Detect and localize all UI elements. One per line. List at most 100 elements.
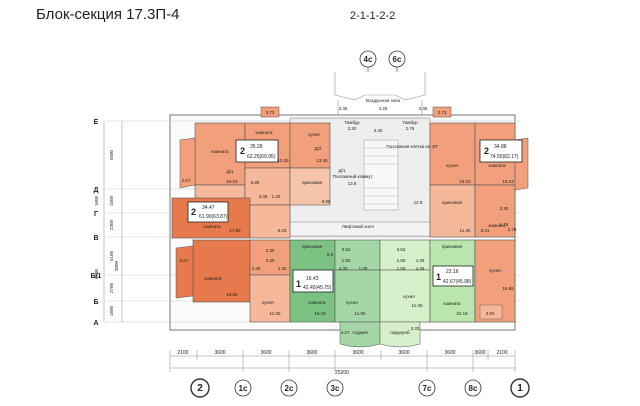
dimension-label: 3000 (114, 260, 119, 271)
apartment-rooms: 1 (436, 272, 441, 282)
room-label: Тамбур (344, 120, 360, 125)
room-label: комната (488, 223, 506, 228)
area-label: 13.6 (348, 181, 357, 186)
area-label: 1.76 (500, 222, 509, 227)
overall-dimension-label: 25200 (335, 370, 349, 376)
room-label: комната (488, 163, 506, 168)
room-label: прихожая (302, 244, 323, 249)
bottom-axis-markers (190, 378, 530, 398)
apartment-living-area: 22.16 (446, 269, 459, 275)
bottom-dimension-chain (169, 350, 516, 372)
area-label: 22.16 (456, 311, 468, 316)
col-axis-label: 1с (239, 384, 248, 393)
area-label: 16.65 (502, 286, 514, 291)
area-label: 3.20 (348, 126, 357, 131)
area-label: 2.76 (406, 126, 415, 131)
area-label: 5.33 (278, 228, 287, 233)
area-label: 3.33 (411, 326, 420, 331)
apartment-2room-nw (179, 106, 331, 206)
row-axis-label: Б/1 (91, 273, 102, 280)
room-label: кухня (262, 300, 274, 305)
area-label: 5.31 (481, 228, 490, 233)
area-label: 18.65 (226, 292, 238, 297)
room-label: кухня (489, 268, 501, 273)
axis-label-4c: 4с (364, 55, 373, 64)
apartment-badge (432, 265, 474, 287)
room-label: Д/2 (315, 146, 322, 151)
dimension-label: 2700 (109, 282, 114, 293)
apartment-total-area: 61.90(63.87) (199, 214, 228, 220)
left-dimension-labels: 5500 1500 2300 1600 6700 5100 3000 2700 … (94, 149, 119, 316)
area-label: 3.92 (486, 311, 495, 316)
apartment-total-area: 74.50(82.17) (490, 154, 519, 160)
col-axis-label: 2 (197, 383, 203, 394)
dimension-label: 3600 (444, 350, 455, 356)
apartment-rooms: 1 (296, 279, 301, 289)
apartment-2room-ne (429, 106, 529, 238)
dimension-label: 6700 (94, 268, 99, 279)
apartment-badge (187, 201, 229, 223)
room-label: Воздушная зона (366, 98, 401, 103)
col-axis-label: 1 (517, 383, 523, 394)
area-label: 3.45 (259, 194, 268, 199)
area-label: 3.35 (419, 106, 428, 111)
area-label: 2.67 (182, 178, 191, 183)
area-label: 3.35 (339, 106, 348, 111)
area-labels: 3.73 3.35 4.28 3.35 3.73 3.20 2.76 3.40 … (180, 106, 517, 335)
area-label: 16.03 (226, 179, 238, 184)
apartment-2room-ne-lower (474, 239, 516, 323)
area-label: 4.27 (341, 330, 350, 335)
area-label: 3.30 (266, 258, 275, 263)
area-label: 5.5 (327, 252, 334, 257)
area-label: 11.06 (412, 303, 423, 308)
dimension-label: 3600 (260, 350, 271, 356)
bottom-axis-labels: 2 1с 2с 3с 7с 8с 1 (197, 383, 523, 394)
row-axis-label: А (93, 320, 98, 327)
room-label: прихожая (442, 244, 463, 249)
area-label: 11.26 (460, 228, 471, 233)
room-label: гардероб (390, 330, 410, 335)
area-label: 13.35 (316, 158, 328, 163)
page-title: Блок-секция 17.3П-4 (36, 6, 180, 23)
area-label: 4.30 (278, 266, 287, 271)
room-label: комната (211, 149, 229, 154)
area-label: 1.50 (397, 258, 406, 263)
room-label: Поэтажная клетка на ЭТ (386, 144, 437, 149)
area-label: 1.50 (397, 266, 406, 271)
room-label: комната (443, 301, 461, 306)
dimension-label: 3600 (306, 350, 317, 356)
apartment-rooms: 2 (484, 146, 489, 156)
row-axis-label: Д (94, 187, 99, 194)
room-label: кухня (446, 163, 458, 168)
col-axis-label: 3с (331, 384, 340, 393)
dimension-label: 1600 (94, 195, 99, 206)
stair-tower-outline (334, 72, 426, 118)
room-label: кухня (346, 300, 358, 305)
apartment-rooms: 2 (240, 146, 245, 156)
dimension-label: 2100 (496, 350, 507, 356)
room-label: Тамбур (402, 120, 418, 125)
dimension-label: 1500 (109, 195, 114, 206)
room-label: Д/1 (339, 168, 346, 173)
apartment-living-area: 35.28 (250, 144, 263, 150)
room-labels: комната кухня комната кухня комната Д/1 … (203, 98, 506, 335)
col-axis-label: 7с (423, 384, 432, 393)
area-label: 12.25 (277, 158, 289, 163)
room-label: Д/1 (227, 169, 234, 174)
apartment-badge (292, 269, 334, 293)
area-label: 3.52 (397, 247, 406, 252)
area-label: 11.05 (270, 311, 281, 316)
row-axis-label: В (93, 235, 98, 242)
room-label: кухня (308, 132, 320, 137)
room-label: комната (255, 130, 273, 135)
apartment-total-area: 42.45(45.75) (303, 285, 332, 291)
apartment-1room-lightgreen (379, 239, 476, 348)
room-label: Лифтовой холл (342, 223, 374, 229)
row-axis-label: Г (94, 211, 98, 218)
area-label: 3.73 (438, 110, 447, 115)
apartment-rooms: 2 (191, 207, 196, 217)
col-axis-label: 2с (285, 384, 294, 393)
stair-steps (364, 147, 398, 205)
area-label: 3.73 (266, 110, 275, 115)
